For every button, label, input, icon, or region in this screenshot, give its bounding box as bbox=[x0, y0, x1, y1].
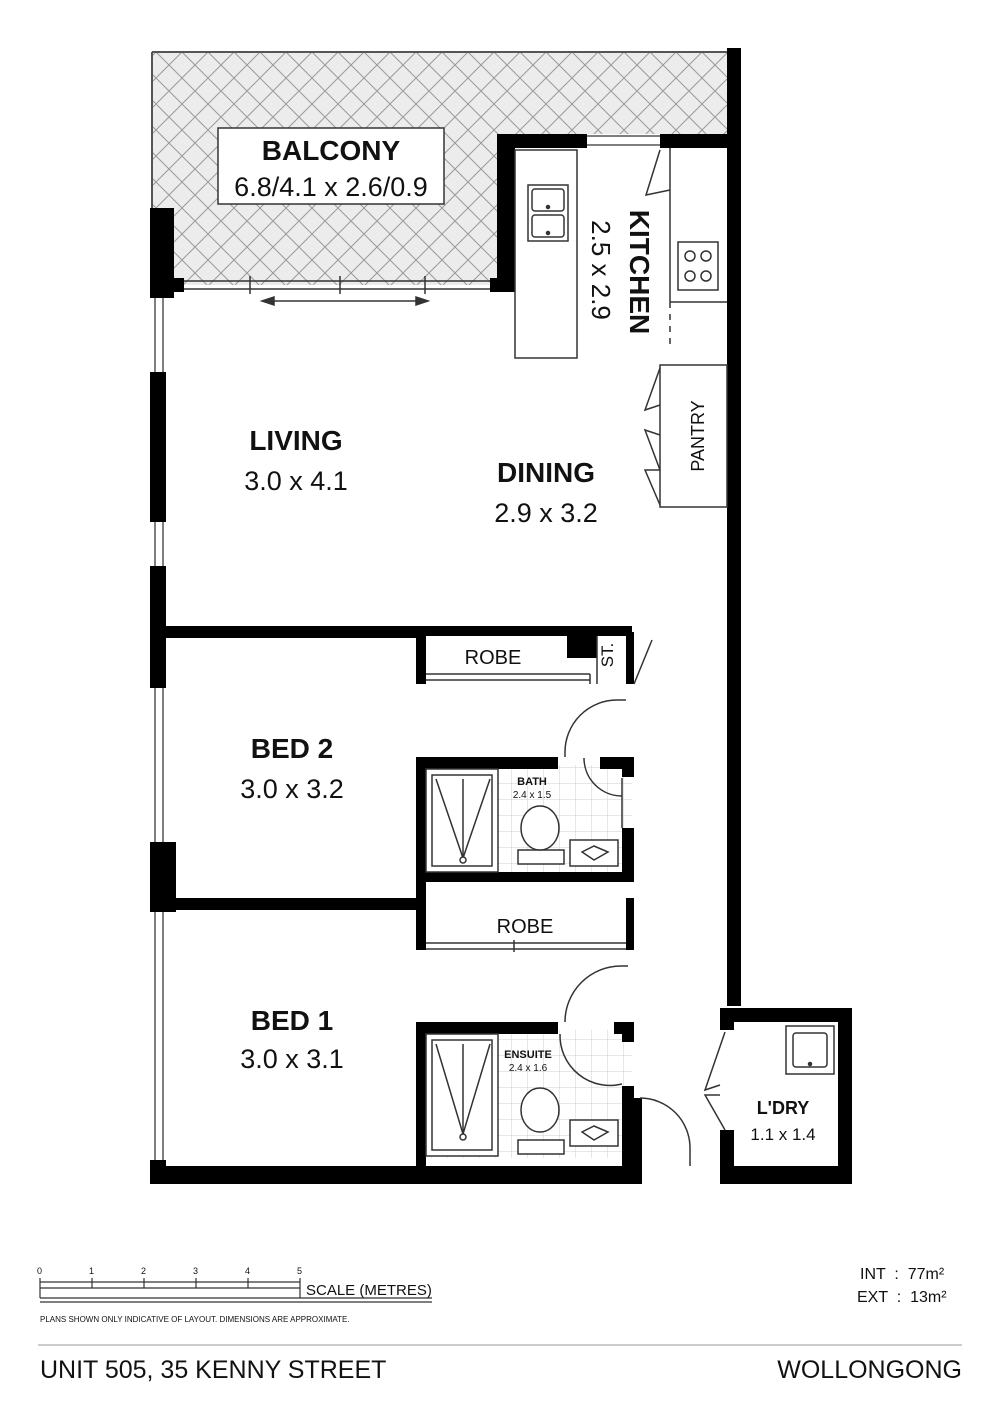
ensuite-fixtures bbox=[425, 1033, 619, 1157]
robe-top-name: ROBE bbox=[465, 647, 522, 669]
kitchen-name: KITCHEN bbox=[624, 210, 655, 334]
scale-label: SCALE (METRES) bbox=[306, 1282, 432, 1299]
walls bbox=[150, 48, 852, 1184]
robe-bottom-fixtures bbox=[426, 940, 626, 952]
scale-tick-4: 4 bbox=[245, 1266, 251, 1276]
door-swings bbox=[559, 699, 726, 1166]
area-int-label: INT bbox=[860, 1266, 886, 1283]
living-dims: 3.0 x 4.1 bbox=[244, 466, 348, 496]
balcony-dims: 6.8/4.1 x 2.6/0.9 bbox=[234, 172, 428, 202]
dining-name: DINING bbox=[497, 457, 595, 488]
store-name: ST. bbox=[598, 643, 617, 668]
footer-suburb: WOLLONGONG bbox=[777, 1356, 962, 1384]
bed2-name: BED 2 bbox=[251, 733, 333, 764]
bath-dims: 2.4 x 1.5 bbox=[513, 790, 552, 801]
footer-address: UNIT 505, 35 KENNY STREET bbox=[40, 1356, 387, 1384]
laundry-tub bbox=[785, 1025, 835, 1075]
area-separator: : bbox=[889, 1266, 904, 1283]
kitchen-fixtures bbox=[514, 148, 727, 359]
bed1-name: BED 1 bbox=[251, 1005, 333, 1036]
laundry-name: L'DRY bbox=[757, 1098, 810, 1118]
area-separator: : bbox=[892, 1289, 906, 1306]
scale-tick-2: 2 bbox=[141, 1266, 147, 1276]
ensuite-dims: 2.4 x 1.6 bbox=[509, 1063, 548, 1074]
area-ext-value: 13m² bbox=[910, 1289, 947, 1306]
scale-bar bbox=[39, 1278, 432, 1303]
windows bbox=[154, 135, 660, 1160]
living-name: LIVING bbox=[249, 425, 342, 456]
dining-dims: 2.9 x 3.2 bbox=[494, 498, 598, 528]
robe-bottom-name: ROBE bbox=[497, 916, 554, 938]
area-ext-label: EXT bbox=[857, 1289, 888, 1306]
bath-name: BATH bbox=[517, 776, 547, 788]
area-int-value: 77m² bbox=[907, 1266, 945, 1283]
kitchen-dims: 2.5 x 2.9 bbox=[586, 220, 616, 320]
scale-tick-1: 1 bbox=[89, 1266, 95, 1276]
balcony-name: BALCONY bbox=[262, 135, 401, 166]
scale-tick-0: 0 bbox=[37, 1266, 43, 1276]
bed2-dims: 3.0 x 3.2 bbox=[240, 774, 344, 804]
ensuite-name: ENSUITE bbox=[504, 1049, 552, 1061]
disclaimer: PLANS SHOWN ONLY INDICATIVE OF LAYOUT. D… bbox=[40, 1315, 350, 1324]
scale-tick-3: 3 bbox=[193, 1266, 199, 1276]
area-int: INT : 77m² bbox=[860, 1266, 944, 1284]
sliding-door bbox=[184, 276, 490, 307]
laundry-dims: 1.1 x 1.4 bbox=[750, 1125, 815, 1144]
area-ext: EXT : 13m² bbox=[857, 1289, 947, 1307]
balcony-label-box bbox=[217, 127, 445, 205]
bath-fixtures bbox=[425, 768, 619, 873]
robe-top-fixtures bbox=[426, 636, 653, 685]
bed1-dims: 3.0 x 3.1 bbox=[240, 1044, 344, 1074]
pantry-fixtures bbox=[643, 364, 728, 508]
scale-tick-5: 5 bbox=[297, 1266, 303, 1276]
pantry-name: PANTRY bbox=[688, 400, 708, 471]
